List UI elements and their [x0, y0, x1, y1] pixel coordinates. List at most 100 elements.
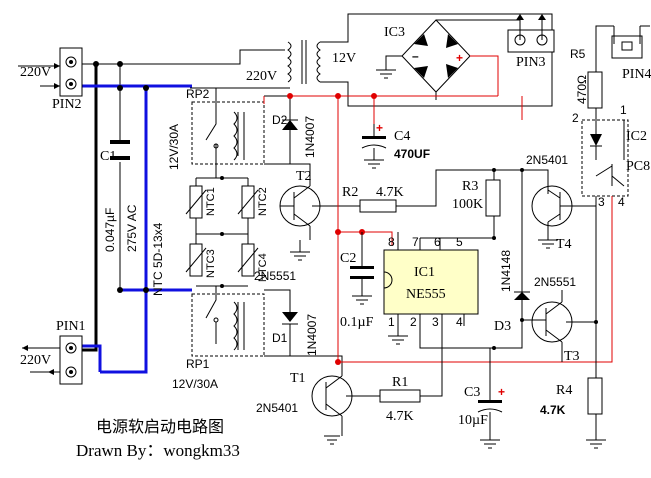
ntc-network: NTC1 NTC2 NTC3 NTC4: [185, 176, 269, 288]
ic1-pin1: 1: [388, 315, 395, 329]
d3-part: 1N4148: [499, 250, 513, 292]
diagram-title: 电源软启动电路图: [96, 417, 224, 436]
rp1-label: RP1: [186, 357, 210, 371]
d3-label: D3: [494, 319, 511, 334]
c1-label: C1: [100, 149, 116, 164]
transistor-t4: T4 2N5401: [526, 153, 597, 252]
d1-part: 1N4007: [305, 314, 319, 356]
capacitor-c1: C1 0.047µF 275V AC: [100, 140, 139, 252]
ic1-pin8: 8: [388, 235, 395, 249]
transformer: 220V 12V: [246, 13, 553, 107]
diode-d1: D1 1N4007: [264, 289, 319, 357]
pin1-label: PIN1: [56, 319, 86, 334]
svg-text:+: +: [498, 385, 505, 399]
resistor-r2: R2 4.7K: [342, 169, 549, 213]
c3-label: C3: [464, 385, 480, 400]
timer-ic1: IC1 NE555 8 7 6 5 1 2 3 4: [383, 232, 496, 397]
capacitor-c3: + C3 10µF: [458, 348, 505, 449]
ic1-part: NE555: [406, 287, 446, 302]
optocoupler-ic2: 2 1 3 4 IC2 PC8: [572, 103, 650, 209]
svg-text:+: +: [456, 51, 463, 65]
ntc3-label: NTC3: [205, 249, 217, 278]
ic1-pin2: 2: [410, 315, 417, 329]
transistor-t2: T2 2N5551: [254, 163, 360, 283]
r3-label: R3: [462, 179, 478, 194]
transistor-t3: T3 2N5551: [522, 275, 598, 364]
ic2-pin1: 1: [620, 103, 627, 117]
svg-text:–: –: [412, 49, 419, 63]
author-credit: Drawn By：wongkm33: [76, 441, 240, 460]
ic2-pin2: 2: [572, 111, 579, 125]
ic1-pin6: 6: [434, 235, 441, 249]
r1-value: 4.7K: [386, 409, 414, 424]
diode-d2: D2 1N4007: [264, 93, 317, 164]
r2-label: R2: [342, 185, 358, 200]
rp2-rating: 12V/30A: [167, 124, 181, 170]
transistor-t1: T1 2N5401: [256, 355, 380, 445]
c2-label: C2: [340, 251, 356, 266]
t3-label: T3: [564, 349, 580, 364]
resistor-r3: R3 100K: [452, 168, 524, 238]
resistor-r5: R5 470Ω: [570, 47, 603, 120]
control-wiring: [263, 93, 613, 365]
ntc1-label: NTC1: [205, 187, 217, 216]
bridge-ic3: IC3 – +: [376, 19, 521, 100]
relay-rp2: RP2 12V/30A: [167, 87, 265, 178]
pin4-connector: PIN4: [595, 25, 651, 82]
r2-value: 4.7K: [376, 185, 404, 200]
pin4-label: PIN4: [622, 67, 651, 82]
pin2-connector: 220V PIN2: [18, 47, 149, 112]
c4-label: C4: [394, 129, 410, 144]
t1-part: 2N5401: [256, 401, 298, 415]
d1-label: D1: [272, 331, 288, 345]
capacitor-c2: C2 0.1µF: [340, 232, 374, 330]
ic2-part: PC8: [626, 159, 650, 174]
ntc-type-label: NTC 5D-13x4: [151, 222, 165, 296]
c4-value: 470UF: [394, 147, 430, 161]
t2-label: T2: [296, 169, 312, 184]
pin2-label: PIN2: [52, 97, 82, 112]
r5-value: 470Ω: [575, 75, 589, 104]
t1-label: T1: [290, 371, 306, 386]
ntc4-label: NTC4: [257, 253, 269, 282]
ic2-label: IC2: [626, 129, 647, 144]
c2-value: 0.1µF: [340, 315, 374, 330]
pin3-label: PIN3: [516, 55, 546, 70]
rp1-rating: 12V/30A: [172, 377, 218, 391]
pin1-voltage-label: 220V: [20, 353, 51, 368]
ic1-pin4: 4: [456, 315, 463, 329]
pin1-connector: PIN1 220V: [20, 287, 149, 385]
r4-label: R4: [556, 383, 572, 398]
t4-part: 2N5401: [526, 153, 568, 167]
transformer-secondary-label: 12V: [332, 51, 356, 66]
t2-part: 2N5551: [254, 269, 296, 283]
pin3-connector: PIN3: [507, 14, 555, 70]
capacitor-c4: + C4 470UF: [361, 121, 430, 169]
diode-d3: 1N4148 D3: [492, 170, 530, 350]
relay-rp1: RP1 12V/30A: [172, 286, 265, 391]
ic2-pin4: 4: [618, 195, 625, 209]
c1-rating: 275V AC: [125, 204, 139, 252]
t4-label: T4: [556, 237, 572, 252]
r1-label: R1: [392, 375, 408, 390]
ic1-pin7: 7: [412, 235, 419, 249]
svg-text:+: +: [376, 121, 383, 135]
ic1-pin3: 3: [432, 315, 439, 329]
ntc2-label: NTC2: [257, 187, 269, 216]
ic1-pin5: 5: [456, 235, 463, 249]
pin2-voltage-label: 220V: [20, 65, 51, 80]
resistor-r1: R1 4.7K: [379, 375, 421, 424]
c1-value: 0.047µF: [103, 208, 117, 252]
ic1-label: IC1: [414, 265, 435, 280]
ic3-label: IC3: [384, 25, 405, 40]
d2-label: D2: [272, 113, 288, 127]
r4-value: 4.7K: [540, 403, 566, 417]
r3-value: 100K: [452, 197, 483, 212]
high-current-path: [80, 84, 192, 374]
r5-label: R5: [570, 47, 586, 61]
ic2-pin3: 3: [598, 195, 605, 209]
rp2-label: RP2: [186, 87, 210, 101]
d2-part: 1N4007: [303, 116, 317, 158]
transformer-primary-label: 220V: [246, 69, 277, 84]
